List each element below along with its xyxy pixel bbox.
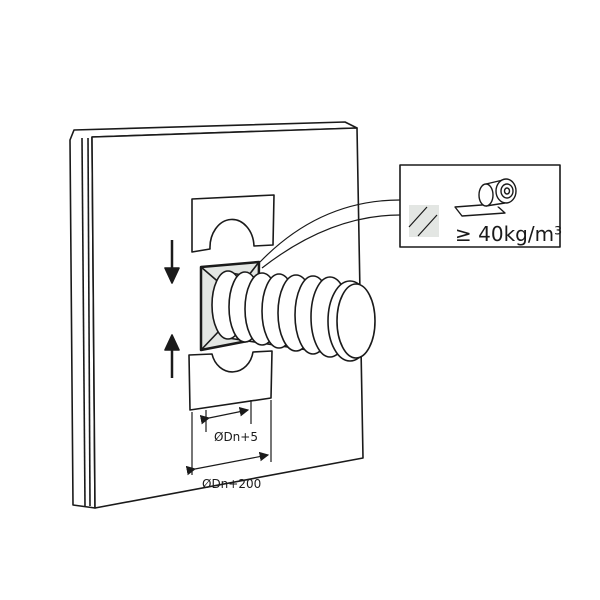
dimension-inner: [199, 400, 252, 432]
lower-insulation-plate: [188, 350, 273, 411]
upper-insulation-plate: [191, 194, 275, 253]
dimension-inner-label: ØDn+5: [214, 430, 258, 444]
flexible-duct: [211, 270, 376, 362]
dimension-outer-label: ØDn+200: [202, 477, 261, 491]
material-density-label: ≥ 40kg/m³: [455, 222, 562, 246]
hatch-swatch: [408, 205, 439, 237]
dimension-outer: [185, 400, 272, 476]
callout-leader: [259, 199, 401, 269]
up-arrow-icon: [164, 334, 180, 378]
insulation-roll-icon: [454, 178, 517, 217]
down-arrow-icon: [164, 240, 180, 284]
